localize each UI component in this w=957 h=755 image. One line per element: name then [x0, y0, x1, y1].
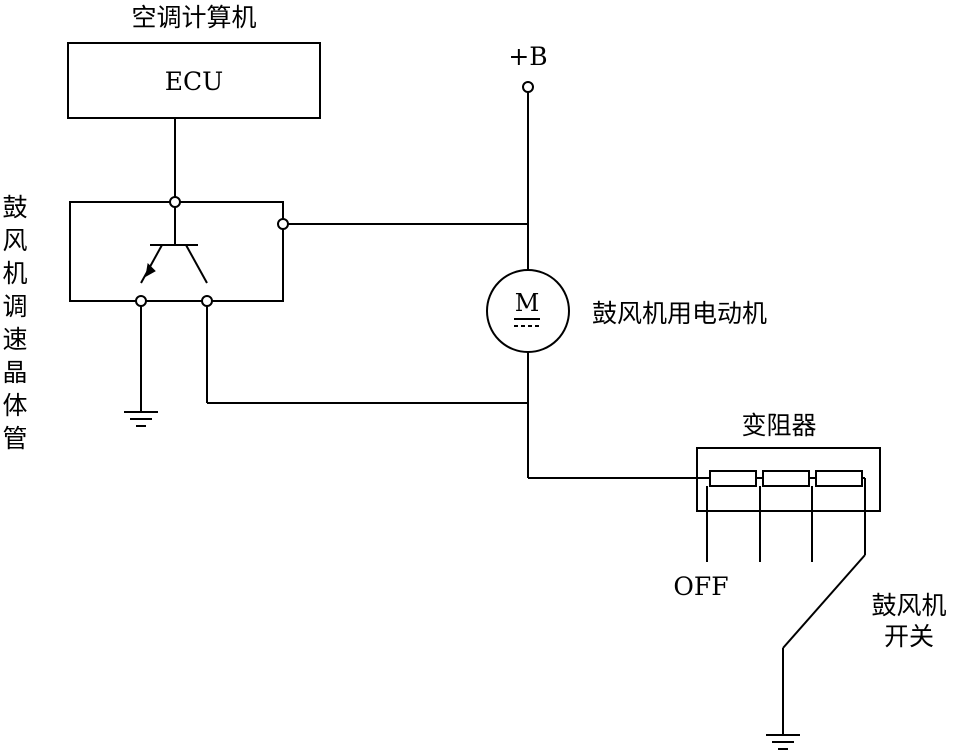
terminal-ecu-base	[169, 196, 181, 208]
terminal-collector	[201, 295, 213, 307]
terminal-power	[522, 81, 534, 93]
resistor-1	[709, 470, 757, 487]
motor-symbol: M	[515, 289, 540, 317]
switch-lever	[782, 554, 866, 649]
transistor-symbol	[140, 202, 208, 284]
transistor-vertical-label: 鼓风机调速晶体管	[2, 193, 27, 453]
resistor-module-box	[696, 447, 881, 512]
transistor-label: 鼓风机调速晶体管	[2, 193, 27, 453]
transistor-module-box	[69, 201, 284, 302]
computer-label: 空调计算机	[131, 3, 256, 32]
resistor-2	[762, 470, 810, 487]
power-label: +B	[508, 42, 547, 71]
ecu-label: ECU	[165, 67, 223, 96]
ground-icon	[124, 411, 158, 427]
resistor-label: 变阻器	[741, 411, 816, 440]
off-label: OFF	[673, 572, 728, 601]
terminal-emitter	[135, 295, 147, 307]
terminal-module-side	[277, 218, 289, 230]
switch-label-line1: 鼓风机	[871, 591, 946, 620]
resistor-3	[815, 470, 863, 487]
switch-label-line2: 开关	[884, 622, 934, 651]
resistor-chain	[709, 470, 866, 487]
motor-label: 鼓风机用电动机	[592, 299, 767, 328]
ecu-box	[67, 42, 321, 119]
emitter-arrow-icon	[145, 262, 156, 277]
ground-icon	[766, 734, 800, 750]
